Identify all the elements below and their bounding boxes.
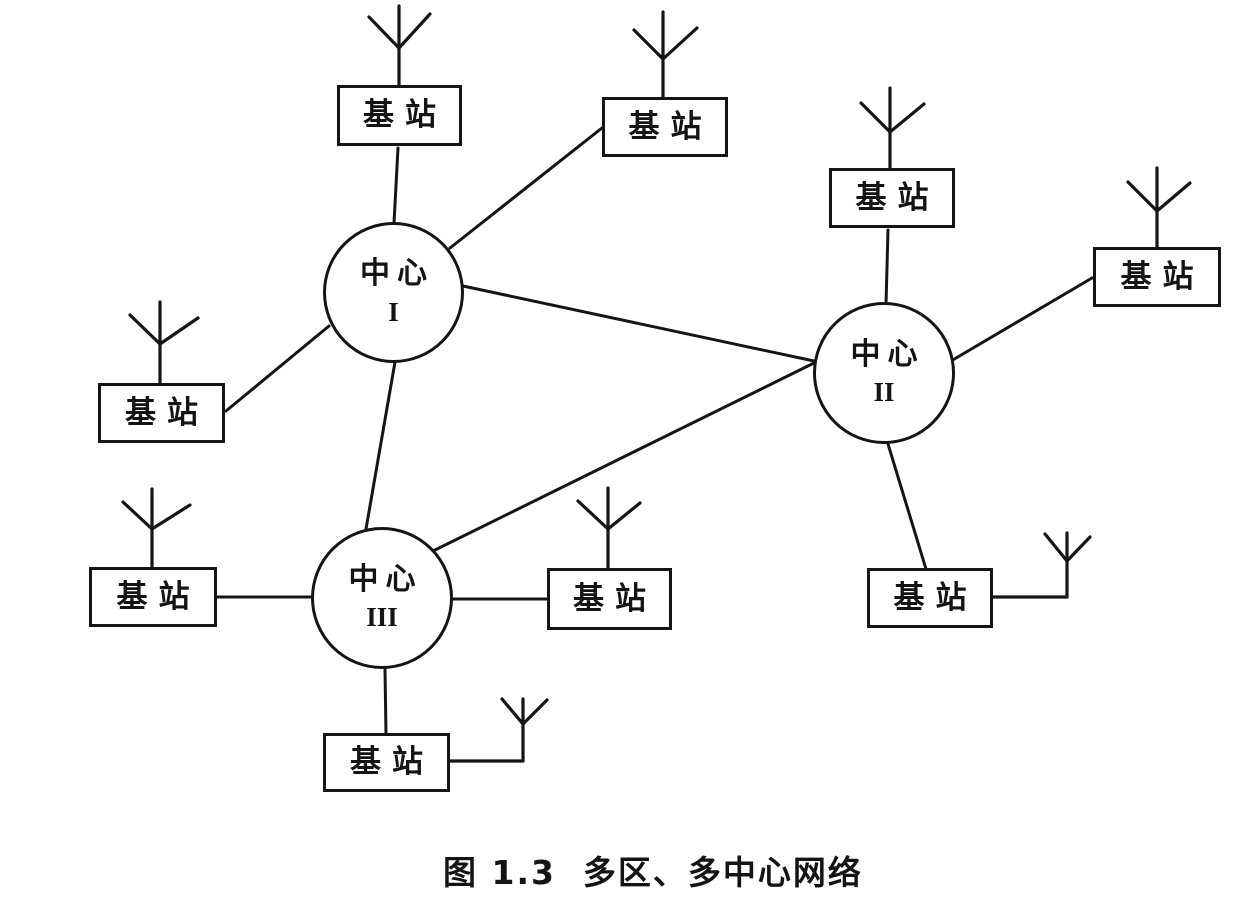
base-station-label: 基站 (893, 579, 978, 616)
base-station-box-6: 基站 (89, 567, 217, 627)
center-node-3-numeral: III (366, 602, 398, 633)
base-station-box-1: 基站 (337, 85, 462, 146)
antenna-icon (992, 531, 1092, 599)
center-node-2: 中心 II (813, 302, 955, 444)
link-center2-bs-right (949, 276, 1094, 363)
figure-caption: 图 1.3 多区、多中心网络 (443, 853, 863, 892)
link-center1-center3 (364, 360, 397, 531)
base-station-label: 基站 (855, 179, 940, 216)
base-station-box-8: 基站 (323, 733, 450, 792)
base-station-box-2: 基站 (602, 97, 728, 157)
center-node-2-numeral: II (873, 377, 895, 408)
base-station-box-5: 基站 (98, 383, 225, 443)
base-station-label: 基站 (363, 97, 447, 133)
center-node-3-label: 中心 (348, 561, 423, 597)
base-station-label: 基站 (628, 108, 713, 145)
center-node-2-label: 中心 (850, 336, 925, 372)
base-station-label: 基站 (125, 394, 209, 431)
base-station-box-4: 基站 (1093, 247, 1221, 307)
center-node-3: 中心 III (311, 527, 453, 669)
link-center1-bs-left (224, 324, 331, 413)
center-node-1: 中心 I (323, 222, 464, 363)
antenna-icon (859, 86, 926, 172)
center-node-1-label: 中心 (360, 256, 434, 292)
link-center3-center2 (431, 361, 816, 553)
antenna-icon (128, 300, 200, 387)
antenna-icon (1126, 166, 1192, 251)
link-center3-bs-bottom (383, 667, 388, 736)
base-station-label: 基站 (1120, 258, 1205, 295)
link-center1-bs-topright (448, 126, 604, 250)
connection-lines (214, 126, 1094, 736)
center-node-1-numeral: I (388, 296, 399, 327)
base-station-label: 基站 (350, 744, 434, 780)
antenna-icon (367, 4, 432, 90)
link-center1-center2 (461, 284, 816, 363)
base-station-box-7: 基站 (547, 568, 672, 630)
base-station-box-3: 基站 (829, 168, 955, 228)
base-station-label: 基站 (116, 578, 201, 615)
antenna-icon (121, 487, 192, 571)
link-center2-bs-bottom (886, 442, 928, 571)
antenna-icon (576, 486, 642, 572)
base-station-box-9: 基站 (867, 568, 993, 628)
antenna-icon (632, 10, 699, 101)
base-station-label: 基站 (573, 580, 657, 617)
link-center1-bs-top (392, 146, 400, 225)
antenna-icon (448, 697, 549, 763)
link-center2-bs-top (884, 228, 890, 306)
